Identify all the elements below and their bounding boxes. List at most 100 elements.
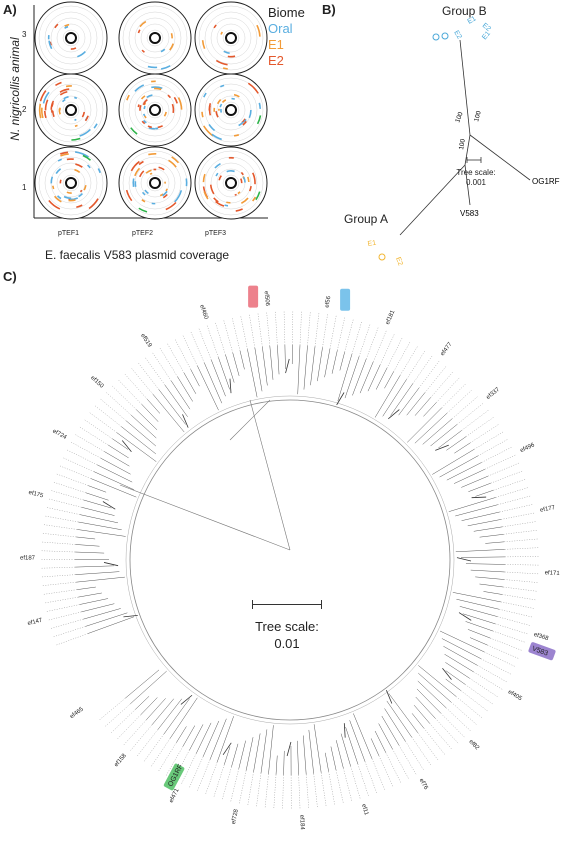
tree-leaf: [469, 637, 519, 659]
col-tick-ptef2: pTEF2: [132, 230, 154, 237]
leaf-og1rf: OG1RF: [532, 177, 560, 186]
tree-leaf: [70, 441, 131, 475]
coverage-plot: [34, 146, 108, 220]
tree-leaf: [181, 722, 212, 785]
tree-leaf: [215, 322, 235, 383]
coverage-plot: [34, 73, 108, 147]
panel-c-scale-value: 0.01: [274, 636, 300, 651]
tree-leaf: [459, 606, 531, 626]
highlighted-strain: OG1RF: [163, 763, 185, 791]
bootstrap-value: 100: [454, 111, 464, 124]
tree-leaf: [257, 313, 268, 386]
tree-leaf: [189, 720, 220, 788]
tree-leaf: [467, 512, 535, 527]
tree-leaf: [99, 669, 160, 721]
tree-leaf: [455, 495, 531, 517]
coverage-plot: [118, 146, 192, 220]
tree-leaf: [471, 479, 526, 499]
row-tick-3: 3: [22, 30, 27, 39]
tree-leaf: [291, 311, 294, 365]
tree-leaf: [123, 698, 166, 746]
tree-leaf: [50, 490, 116, 510]
tree-leaf: [240, 315, 258, 398]
coverage-plot: [34, 1, 108, 75]
tree-leaf-label: ef171: [544, 570, 560, 577]
tree-leaf: [297, 311, 302, 395]
tree-leaf: [59, 465, 137, 498]
panel-a-plot: [33, 1, 268, 220]
tree-leaf: [41, 562, 119, 569]
tree-leaf: [110, 696, 150, 734]
tree-leaf-label: ef477: [440, 341, 454, 357]
tree-leaf: [100, 398, 157, 447]
tree-leaf: [53, 612, 128, 638]
tree-leaf: [249, 314, 263, 392]
tree-leaf-label: ef56: [325, 295, 333, 308]
tree-leaf: [205, 716, 234, 795]
group-a-tip-label: E1: [367, 240, 377, 248]
tree-leaf: [331, 317, 346, 374]
tree-leaf: [79, 426, 129, 459]
tree-leaf: [89, 412, 157, 462]
tree-leaf: [303, 735, 309, 809]
tree-leaf: [388, 355, 433, 420]
tree-leaf: [479, 530, 538, 538]
tree-leaf: [465, 621, 526, 643]
tree-leaf: [414, 389, 473, 444]
tree-leaf: [416, 688, 465, 738]
tree-leaf: [150, 697, 198, 767]
tree-leaf: [303, 311, 311, 390]
tree-leaf: [286, 741, 292, 809]
tree-leaf: [256, 729, 268, 807]
legend-e1: E1: [268, 37, 284, 52]
panel-c-scale-title: Tree scale:: [255, 619, 319, 634]
tree-leaf: [198, 328, 226, 397]
tree-leaf-label: ef158: [114, 752, 129, 768]
tree-leaf: [42, 533, 96, 540]
tree-leaf: [384, 341, 411, 389]
tree-leaf: [118, 379, 159, 422]
tree-leaf-label: ef405: [507, 689, 524, 702]
tree-leaf: [443, 646, 508, 683]
tree-leaf: [41, 541, 100, 547]
group-b-label: Group B: [442, 4, 487, 18]
tree-leaf-label: ef496: [519, 442, 536, 454]
tree-leaf-label: ef147: [27, 617, 44, 627]
tree-leaf: [386, 700, 432, 766]
tree-leaf: [213, 742, 232, 798]
tree-inner-arc: [125, 395, 455, 725]
tree-leaf: [182, 335, 219, 411]
panel-a-label: A): [3, 2, 17, 17]
tree-leaf: [174, 339, 200, 387]
tree-leaf: [349, 720, 378, 794]
tree-leaf: [374, 730, 402, 784]
tree-leaf: [42, 576, 125, 586]
legend-oral: Oral: [268, 21, 293, 36]
tree-leaf: [343, 723, 369, 797]
panel-c-scale: Tree scale: 0.01: [232, 618, 342, 652]
panel-b-scale-title: Tree scale:: [456, 168, 496, 177]
tree-leaf: [423, 377, 460, 417]
tree-leaf: [48, 603, 115, 621]
tree-leaf-label: ef724: [51, 429, 68, 442]
tree-leaf: [46, 598, 109, 612]
tree-leaf: [381, 715, 417, 775]
tree-leaf: [317, 313, 328, 382]
branch-group-a: [399, 164, 466, 236]
branch-inner: [464, 134, 471, 166]
tree-leaf: [55, 615, 138, 646]
tree-leaf: [430, 402, 484, 447]
tree-leaf: [336, 321, 362, 406]
tree-leaf: [66, 449, 133, 483]
tree-leaf: [359, 330, 387, 394]
tree-leaf: [56, 473, 107, 493]
tree-leaf: [418, 672, 477, 725]
tree-leaf: [411, 713, 446, 755]
tree-leaf: [74, 434, 130, 467]
panel-c-label: C): [3, 269, 17, 284]
tree-leaf: [238, 737, 254, 804]
tree-leaf-label: ef728: [231, 808, 240, 825]
tree-leaf: [456, 598, 533, 618]
tree-leaf: [344, 324, 371, 399]
tree-leaf: [165, 725, 196, 776]
